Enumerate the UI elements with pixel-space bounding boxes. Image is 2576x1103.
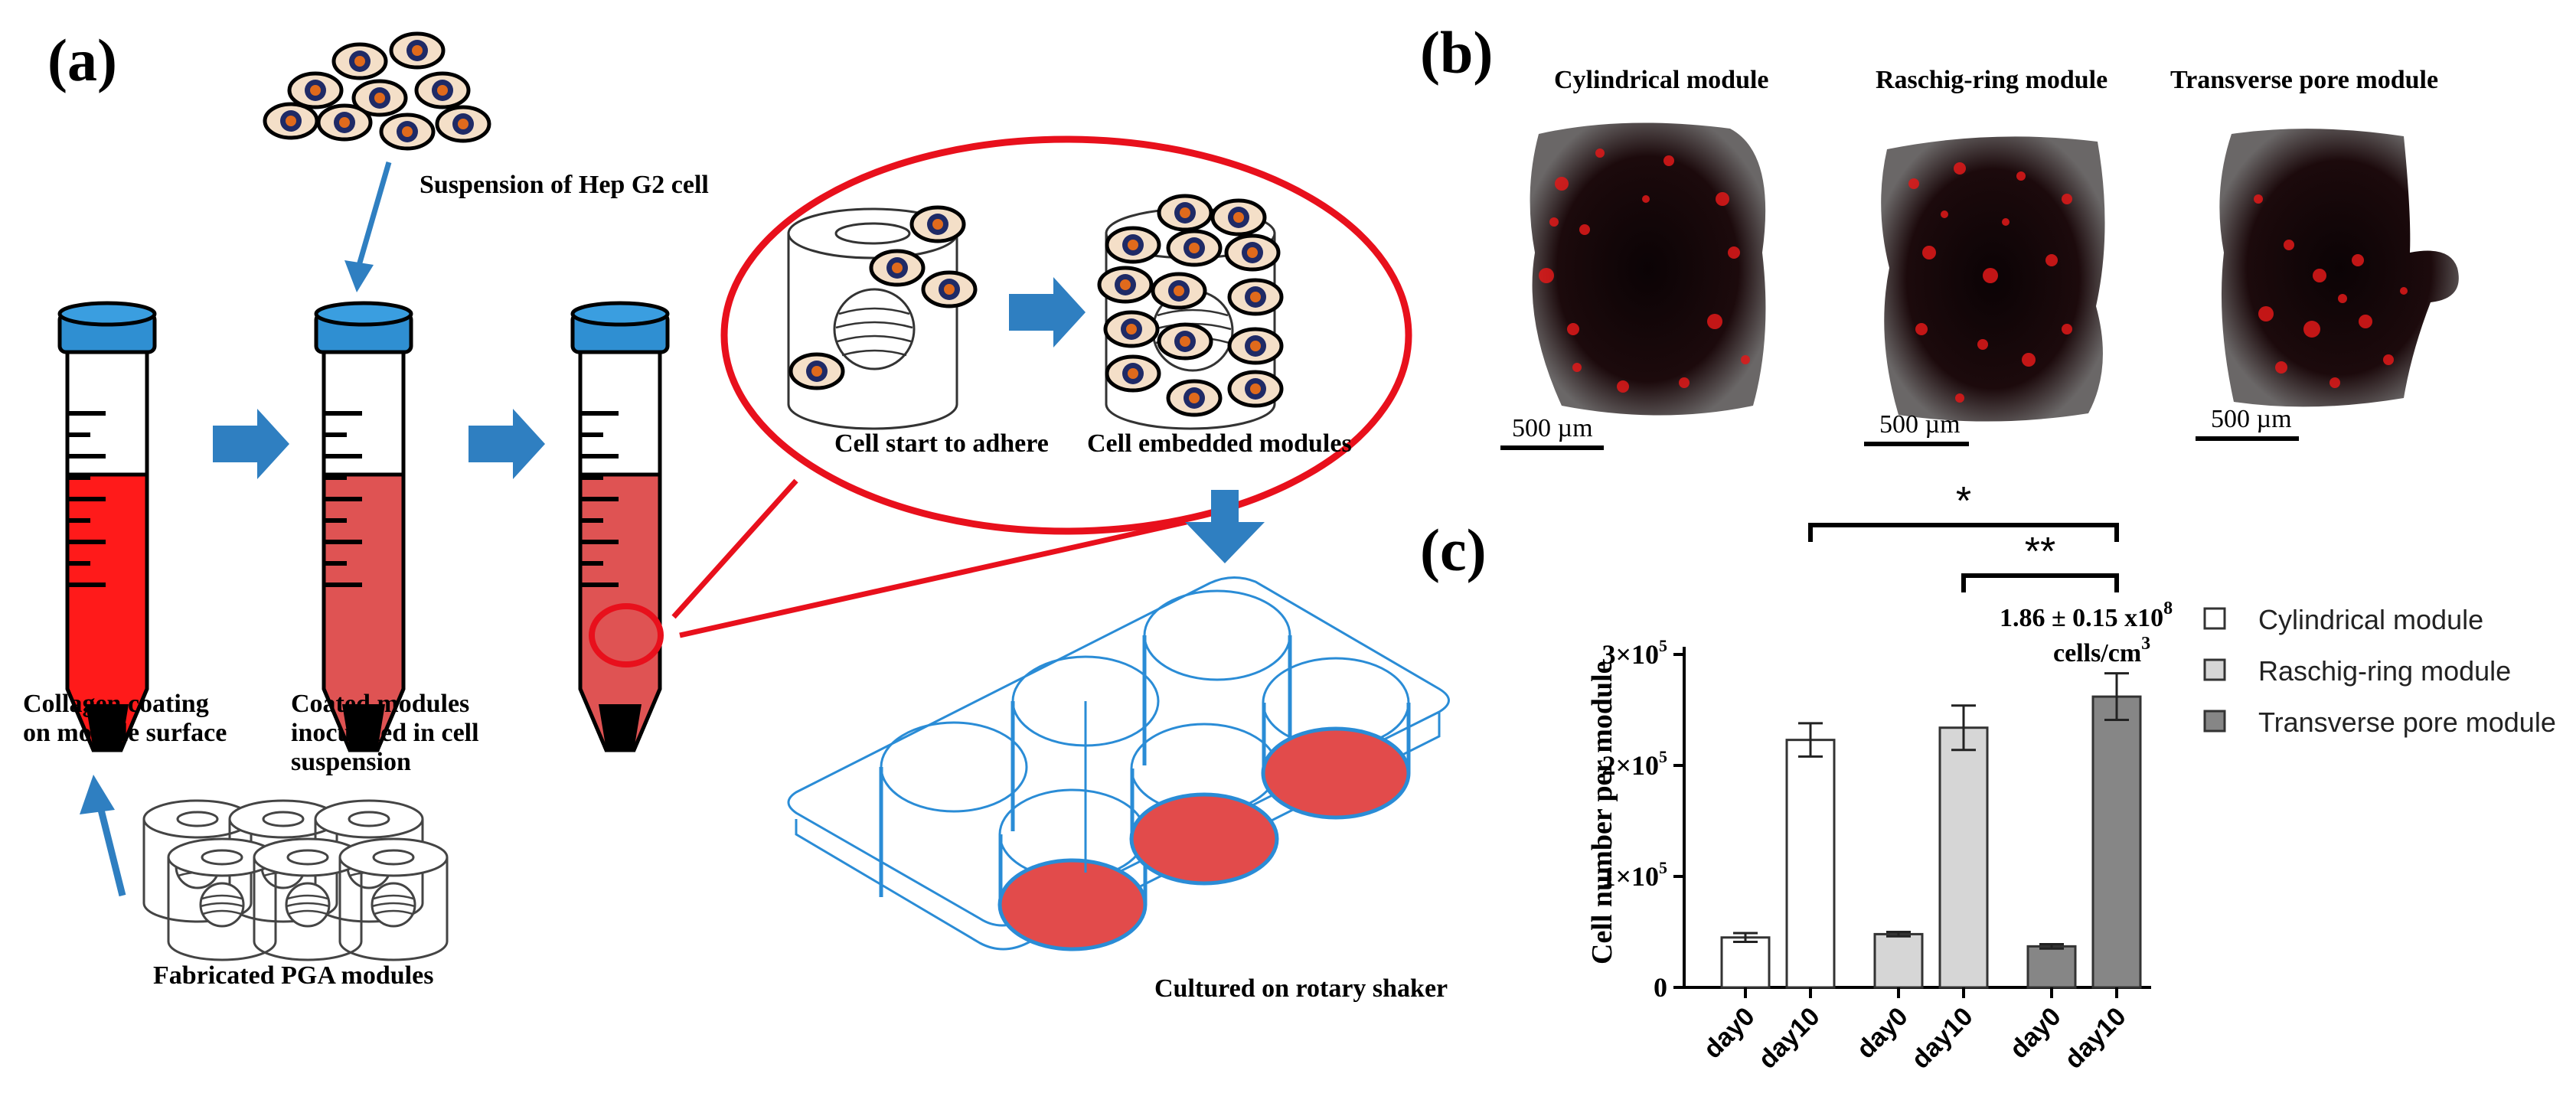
bar-0	[1720, 936, 1771, 989]
panel-a-label: (a)	[47, 27, 117, 93]
legend-item-raschig: Raschig-ring module	[2203, 655, 2511, 687]
svg-text:inoculated in cell: inoculated in cell	[291, 719, 479, 747]
y-tick-label-1: 1×105	[1601, 858, 1667, 892]
y-tick-label-3: 3×105	[1601, 636, 1667, 670]
svg-text:suspension: suspension	[291, 748, 411, 776]
arrow-fabricated	[80, 775, 126, 897]
y-tick-label-0: 0	[1654, 972, 1667, 1003]
suspension-label: Suspension of Hep G2 cell	[420, 171, 709, 199]
svg-text:Coated modules: Coated modules	[291, 690, 469, 718]
y-tick-label-2: 2×105	[1601, 747, 1667, 781]
svg-text:Transverse pore module: Transverse pore module	[2258, 707, 2556, 738]
bar-4	[2026, 945, 2077, 989]
svg-text:Transverse pore module: Transverse pore module	[2170, 66, 2438, 94]
tube-collagen	[60, 303, 155, 752]
suspension-arrow	[344, 162, 392, 292]
pga-module-group	[142, 799, 449, 961]
svg-text:Raschig-ring module: Raschig-ring module	[1876, 66, 2107, 94]
bar-3	[1938, 726, 1989, 989]
hepg2-cell-cluster	[265, 34, 489, 148]
module-adhere-drawing	[787, 207, 975, 430]
svg-text:500 µm: 500 µm	[2211, 405, 2292, 433]
x-tick-label-1: day10	[1753, 1002, 1826, 1075]
x-tick-label-4: day0	[2004, 1002, 2067, 1065]
legend-item-cylindrical: Cylindrical module	[2203, 604, 2483, 635]
panel-c-label: (c)	[1420, 517, 1487, 583]
x-tick-label-3: day10	[1906, 1002, 1979, 1075]
svg-text:on module surface: on module surface	[23, 719, 227, 747]
significance-label-0: *	[1956, 479, 1971, 524]
svg-text:Collagen coating: Collagen coating	[23, 690, 209, 718]
y-axis-label: Cell number per module	[1586, 661, 1618, 964]
bar-2	[1873, 932, 1924, 989]
significance-bracket-0	[1808, 523, 2119, 542]
svg-text:Cylindrical module: Cylindrical module	[1554, 66, 1769, 94]
shaker-label: Cultured on rotary shaker	[1154, 974, 1448, 1003]
arrow-down	[1185, 490, 1265, 563]
step1-caption: Collagen coating on module surface	[23, 690, 227, 747]
svg-text:500 µm: 500 µm	[1879, 410, 1961, 439]
chart-legend: Cylindrical module Raschig-ring module T…	[2203, 604, 2556, 738]
svg-text:cells/cm3: cells/cm3	[2053, 634, 2150, 667]
arrow-step2	[469, 409, 545, 479]
zoom-left-label: Cell start to adhere	[834, 429, 1049, 458]
svg-text:Cylindrical module: Cylindrical module	[2258, 604, 2483, 635]
arrow-step1	[213, 409, 289, 479]
legend-item-transverse: Transverse pore module	[2203, 707, 2556, 738]
tube-adhere	[573, 303, 668, 752]
svg-text:Raschig-ring module: Raschig-ring module	[2258, 655, 2511, 687]
micrograph-raschig: Raschig-ring module 500 µm	[1864, 66, 2107, 446]
tube-coated	[316, 303, 411, 752]
module-embedded-drawing	[1099, 196, 1281, 430]
zoom-callout	[589, 135, 1412, 667]
bar-1	[1785, 739, 1836, 989]
micrograph-transverse: Transverse pore module 500 µm	[2170, 66, 2459, 441]
zoom-right-label: Cell embedded modules	[1087, 429, 1352, 458]
bar-5	[2091, 695, 2142, 989]
x-tick-label-0: day0	[1698, 1002, 1761, 1065]
step2-caption: Coated modules inoculated in cell suspen…	[291, 690, 479, 776]
fabricated-label: Fabricated PGA modules	[153, 961, 433, 990]
x-tick-label-5: day10	[2059, 1002, 2132, 1075]
well-plate	[787, 576, 1450, 951]
significance-label-1: **	[2025, 530, 2055, 574]
x-tick-label-2: day0	[1851, 1002, 1914, 1065]
micrograph-cylindrical: Cylindrical module 500 µm	[1500, 66, 1769, 450]
svg-text:500 µm: 500 µm	[1512, 414, 1593, 442]
density-annotation: 1.86 ± 0.15 x108 cells/cm3	[2000, 599, 2173, 667]
svg-text:1.86 ± 0.15 x108: 1.86 ± 0.15 x108	[2000, 599, 2173, 632]
significance-bracket-1	[1961, 573, 2119, 592]
panel-b-label: (b)	[1420, 19, 1493, 86]
